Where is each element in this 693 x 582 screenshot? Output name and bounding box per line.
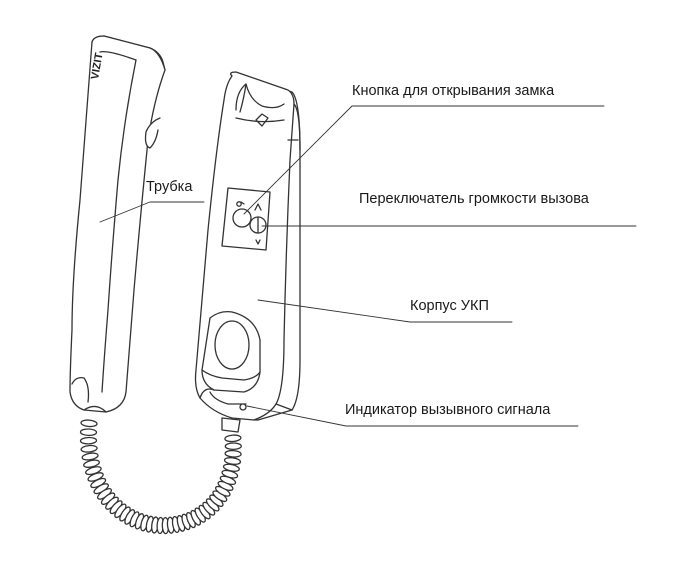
cord-coil bbox=[83, 459, 100, 468]
intercom-body bbox=[194, 71, 301, 433]
callout-line-body bbox=[257, 299, 513, 323]
callout-line-lock bbox=[243, 105, 605, 215]
handset-cord bbox=[79, 419, 242, 535]
volume-switch-label: Переключатель громкости вызова bbox=[359, 191, 589, 207]
vizit-logo: VIZIT bbox=[89, 52, 106, 81]
cord-coil bbox=[79, 436, 98, 445]
body-label: Корпус УКП bbox=[410, 298, 489, 314]
cord-coil bbox=[80, 419, 98, 428]
callout-line-indicator bbox=[246, 405, 579, 427]
cord-coil bbox=[81, 452, 99, 461]
callout-lines bbox=[99, 105, 637, 427]
cord-coil bbox=[79, 428, 98, 437]
lock-button-label: Кнопка для открывания замка bbox=[352, 83, 555, 99]
cord-coil bbox=[224, 434, 242, 443]
handset: VIZIT bbox=[69, 35, 166, 413]
indicator-label: Индикатор вызывного сигнала bbox=[345, 402, 551, 418]
cord-coil bbox=[223, 457, 242, 465]
cord-coil bbox=[80, 444, 98, 453]
cord-coil bbox=[224, 442, 242, 451]
cord-coil bbox=[224, 449, 242, 458]
handset-label: Трубка bbox=[146, 179, 193, 195]
callout-line-handset bbox=[99, 201, 205, 223]
